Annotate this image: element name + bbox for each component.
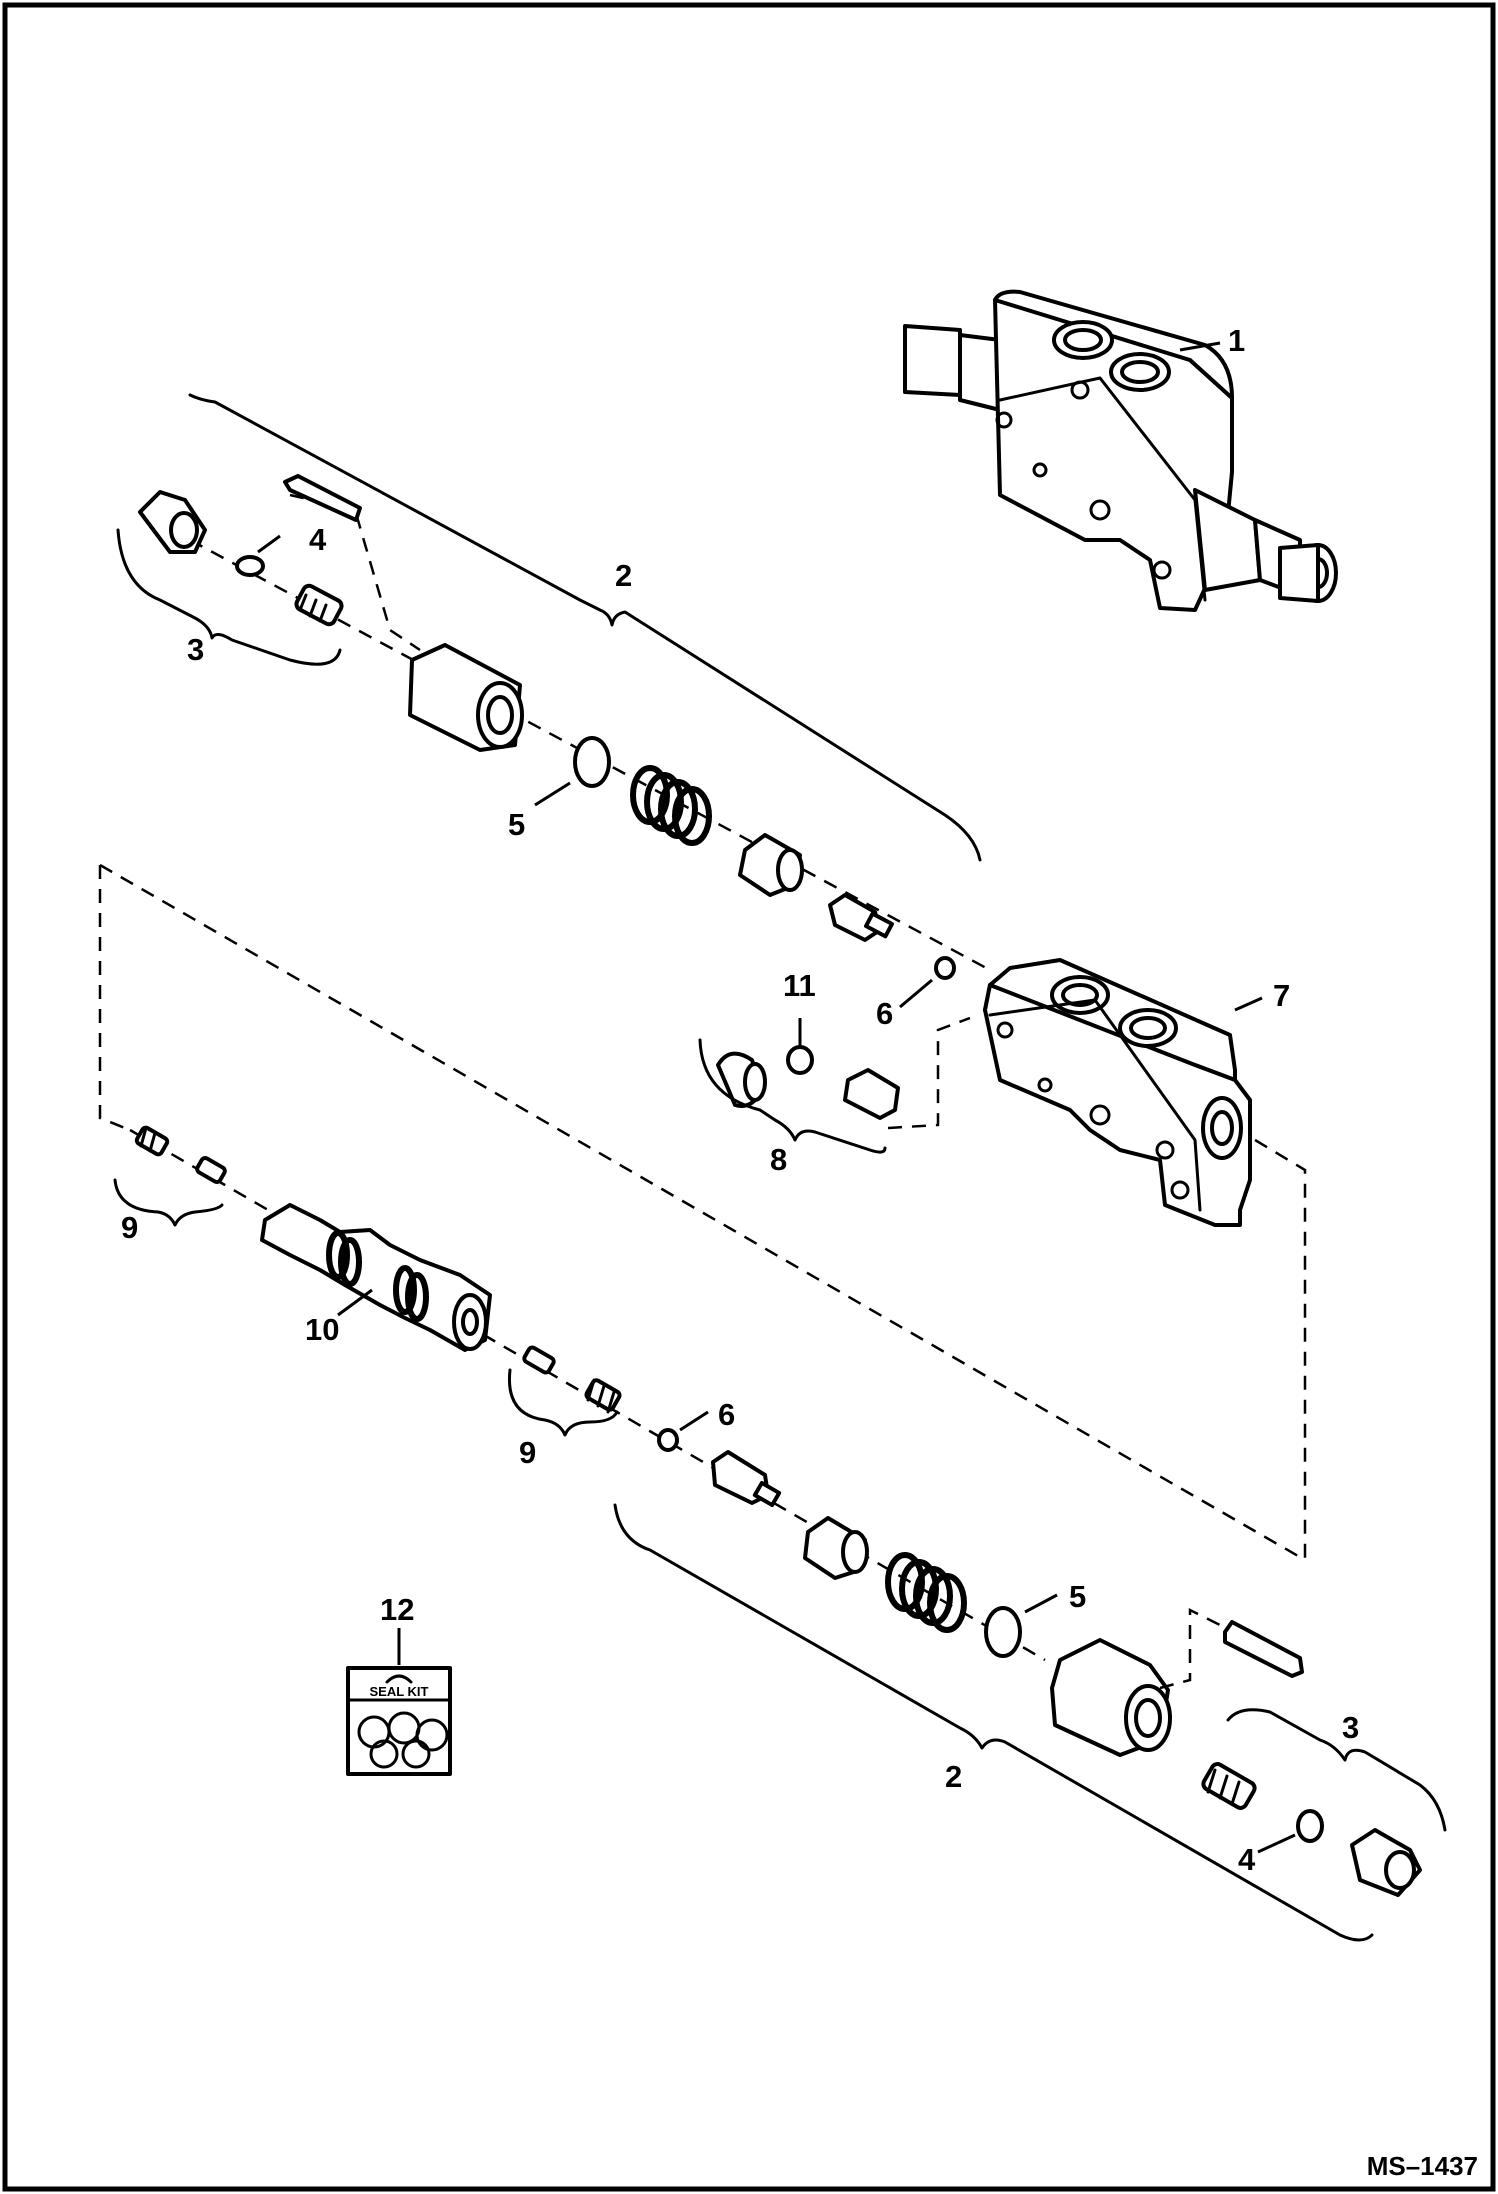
seal-kit-part-12: SEAL KIT <box>346 1666 452 1776</box>
o-ring-part-11 <box>786 1045 814 1075</box>
leader-lines <box>257 341 1296 1854</box>
callout-4-bottom: 4 <box>1238 1842 1256 1877</box>
callout-2-top: 2 <box>615 558 632 593</box>
check-group-part-8 <box>698 1016 971 1154</box>
valve-body-part-7 <box>983 958 1252 1227</box>
callout-5-top: 5 <box>508 807 525 842</box>
callout-9-left: 9 <box>121 1210 138 1245</box>
callout-11: 11 <box>783 968 816 1003</box>
spool-line <box>98 863 1307 1662</box>
spring-bottom <box>885 1552 967 1633</box>
top-exploded-line <box>116 393 991 980</box>
callout-3-top: 3 <box>187 632 204 667</box>
callout-6-bottom: 6 <box>718 1397 735 1432</box>
o-ring-part-5-top <box>573 736 611 788</box>
callout-4-top: 4 <box>309 522 327 557</box>
callout-7: 7 <box>1273 978 1290 1013</box>
callout-5-bottom: 5 <box>1069 1579 1086 1614</box>
drawing-reference-code: MS–1437 <box>1367 2151 1478 2181</box>
o-ring-part-4-bottom <box>1296 1809 1324 1843</box>
seal-kit-label: SEAL KIT <box>370 1684 429 1699</box>
callout-9-middle: 9 <box>519 1435 536 1470</box>
callout-8: 8 <box>770 1142 787 1177</box>
valve-assembly-part-1 <box>903 289 1338 612</box>
callout-6-top: 6 <box>876 996 893 1031</box>
callout-2-bottom: 2 <box>945 1759 962 1794</box>
callout-10: 10 <box>305 1312 339 1347</box>
o-ring-part-6-top <box>934 956 956 980</box>
callout-numbers: 1 2 3 4 5 6 7 11 8 9 10 9 6 5 12 3 2 4 <box>121 323 1359 1877</box>
o-ring-part-4-top <box>235 555 265 577</box>
bottom-exploded-line <box>613 1450 1447 1942</box>
callout-1: 1 <box>1228 323 1245 358</box>
callout-12: 12 <box>380 1592 414 1627</box>
spring-top <box>630 765 712 846</box>
callout-3-bottom: 3 <box>1342 1710 1359 1745</box>
o-ring-part-6-bottom <box>657 1428 679 1452</box>
o-ring-part-5-bottom <box>984 1606 1022 1658</box>
